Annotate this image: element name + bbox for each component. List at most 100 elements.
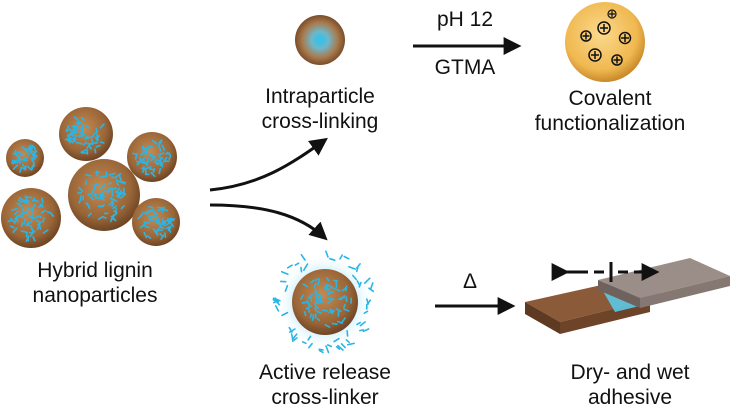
crosslinker-dash — [324, 323, 331, 328]
crosslinker-dash — [97, 215, 104, 221]
crosslinker-dash — [69, 132, 77, 136]
crosslinker-dash — [19, 167, 23, 173]
crosslinker-dash — [84, 180, 88, 185]
crosslinker-dash — [91, 138, 94, 144]
crosslinker-dash — [332, 279, 339, 282]
crosslinker-dash — [91, 132, 96, 138]
crosslinker-dash — [109, 197, 114, 201]
crosslinker-dash — [337, 344, 344, 351]
crosslinker-dash — [30, 144, 34, 152]
crosslinker-dash — [306, 299, 311, 307]
plus-in-circle-icon — [588, 48, 602, 62]
crosslinker-dash — [98, 175, 106, 179]
crosslinker-dash — [342, 303, 346, 309]
crosslinker-dash — [314, 294, 319, 300]
crosslinker-dash — [19, 153, 25, 157]
crosslinker-dash — [158, 152, 165, 156]
active-release-label: Active release cross-linker — [240, 360, 410, 410]
intraparticle-label-line1: Intraparticle — [265, 85, 375, 108]
crosslinker-dash — [274, 304, 280, 312]
crosslinker-dash — [78, 199, 82, 204]
crosslinker-dash — [324, 286, 332, 291]
crosslinker-dash — [78, 187, 84, 193]
crosslinker-dash — [112, 210, 118, 213]
crosslinker-dash — [363, 310, 369, 315]
crosslinker-dash — [313, 283, 317, 289]
crosslinker-dash — [26, 165, 33, 171]
crosslinker-dash — [155, 158, 161, 162]
crosslinker-dash — [7, 219, 13, 223]
crosslinker-dash — [25, 196, 33, 199]
crosslinker-dash — [85, 136, 91, 139]
crosslinker-dash — [108, 172, 116, 176]
crosslinker-dash — [112, 198, 118, 203]
crosslinker-dash — [281, 311, 289, 317]
crosslinker-dash — [144, 225, 150, 229]
crosslinker-dash — [17, 214, 25, 219]
crosslinker-dash — [31, 163, 35, 171]
crosslinker-dash — [161, 144, 166, 151]
crosslinker-dash — [31, 156, 34, 162]
crosslinker-dash — [152, 228, 159, 234]
crosslinker-dash — [318, 348, 324, 351]
crosslinker-dash — [166, 151, 171, 156]
plus-in-circle-icon — [611, 54, 623, 66]
crosslinker-dash — [150, 171, 156, 178]
crosslinker-dash — [89, 196, 95, 201]
crosslinker-dash — [37, 215, 43, 218]
covalent-label: Covalent functionalization — [520, 86, 700, 136]
crosslinker-dash — [313, 290, 319, 295]
crosslinker-dash — [23, 218, 27, 225]
crosslinker-dash — [103, 190, 111, 193]
crosslinker-dash — [340, 317, 347, 324]
adhesive-label: Dry- and wet adhesive — [540, 360, 720, 410]
crosslinker-dash — [137, 213, 143, 220]
crosslinker-dash — [116, 181, 120, 186]
crosslinker-dash — [26, 207, 34, 212]
crosslinker-dash — [144, 150, 149, 157]
crosslinker-dash — [316, 293, 323, 297]
hybrid-nanoparticle-cluster — [1, 107, 180, 248]
crosslinker-dash — [46, 210, 52, 214]
crosslinker-dash — [343, 308, 350, 312]
crosslinker-dash — [284, 284, 289, 292]
hybrid-label: Hybrid lignin nanoparticles — [0, 258, 190, 308]
crosslinker-dash — [92, 141, 98, 144]
crosslinker-dash — [14, 210, 19, 215]
crosslinker-dash — [168, 154, 172, 160]
crosslinker-dash — [331, 322, 338, 326]
crosslinker-dash — [40, 197, 44, 204]
crosslinker-dash — [24, 165, 27, 171]
covalent-label-line2: functionalization — [534, 112, 686, 135]
crosslinker-dash — [21, 156, 29, 161]
adhesive-label-line1: Dry- and wet — [570, 361, 690, 384]
crosslinker-dash — [91, 186, 97, 193]
crosslinker-dash — [161, 218, 164, 224]
crosslinker-dash — [307, 335, 312, 341]
ph-condition: pH 12 — [436, 8, 494, 31]
crosslinker-dash — [139, 223, 146, 229]
crosslinker-dash — [158, 139, 163, 144]
crosslinker-dash — [100, 192, 104, 200]
crosslinker-dash — [169, 221, 174, 228]
crosslinker-dash — [366, 299, 372, 305]
crosslinker-dash — [163, 156, 168, 163]
crosslinker-dash — [363, 277, 371, 285]
crosslinker-dash — [12, 159, 18, 163]
active-release-label-line2: cross-linker — [271, 386, 379, 409]
hybrid-particle — [132, 198, 180, 246]
crosslinker-dash — [20, 222, 24, 227]
crosslinker-dash — [310, 279, 315, 284]
crosslinker-dash — [36, 224, 41, 231]
crosslinker-dash — [335, 345, 341, 350]
crosslinker-dash — [112, 205, 117, 210]
crosslinker-dash — [50, 213, 55, 217]
crosslinker-dash — [307, 308, 311, 314]
crosslinker-dash — [136, 161, 141, 166]
crosslinker-dash — [165, 222, 171, 226]
crosslinker-dash — [11, 161, 19, 164]
crosslinker-dash — [42, 229, 49, 234]
crosslinker-dash — [73, 134, 77, 143]
crosslinker-dash — [340, 342, 347, 349]
crosslinker-dash — [343, 255, 350, 260]
